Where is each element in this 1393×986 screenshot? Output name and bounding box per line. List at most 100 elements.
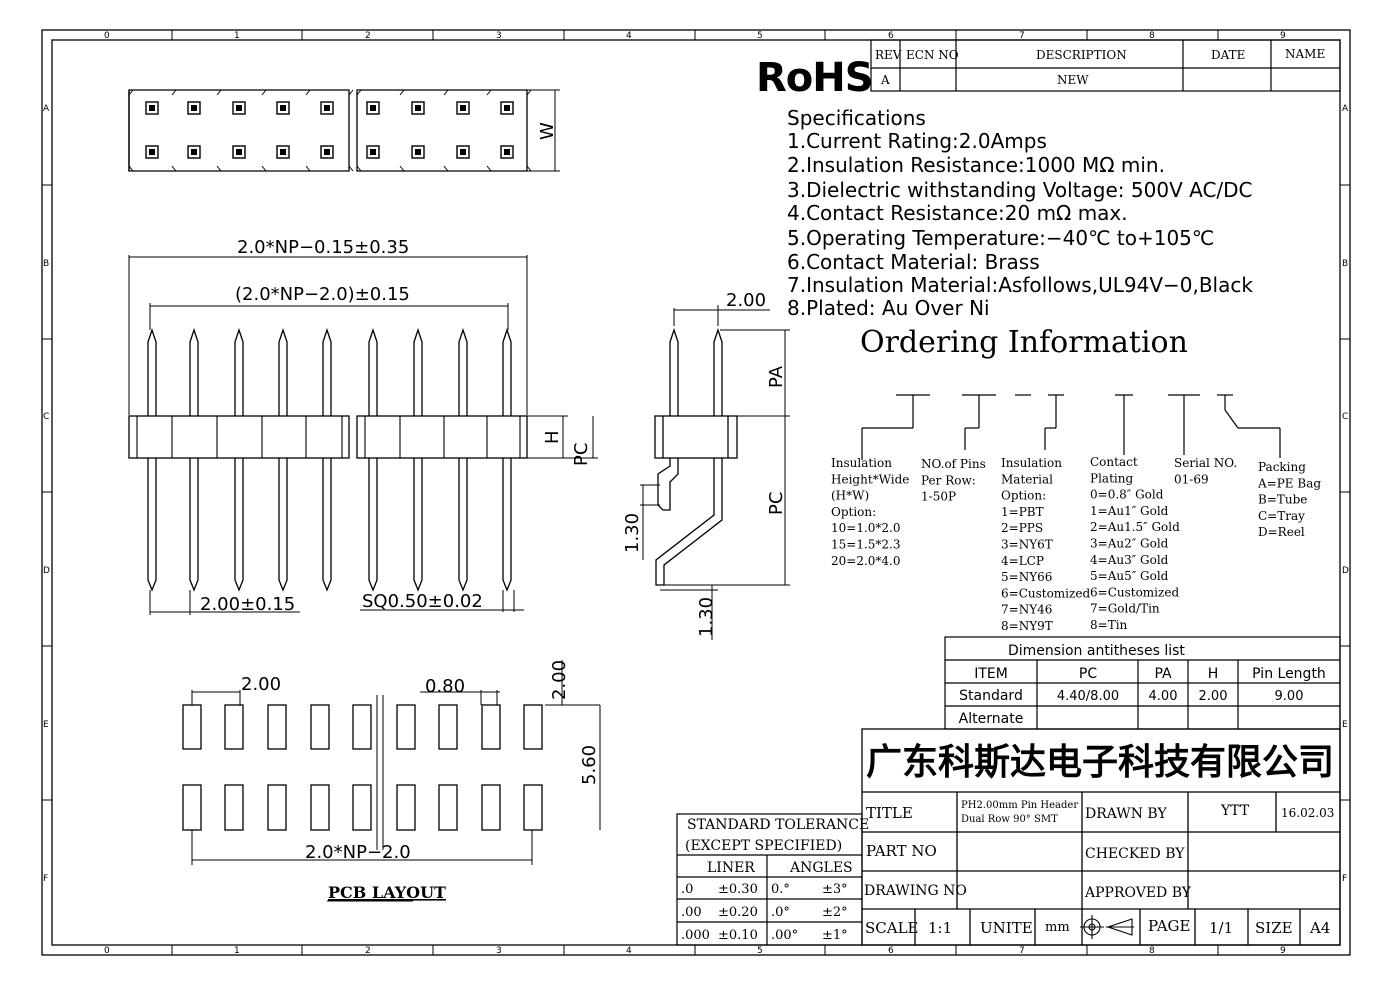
ordering-col-line: Option: xyxy=(1001,489,1046,503)
tolerance-cell: .00° xyxy=(771,928,798,943)
pcb-pad xyxy=(523,704,543,750)
antitheses-cell: 4.40/8.00 xyxy=(1057,689,1119,704)
tolerance-cell: ±1° xyxy=(822,928,848,943)
pcb-pitch-label: 2.00 xyxy=(241,674,281,695)
ordering-col-line: Material xyxy=(1001,472,1053,486)
frame-row-left-F: F xyxy=(43,874,48,884)
frame-col-top-3: 3 xyxy=(496,31,502,41)
antitheses-cell: Alternate xyxy=(959,711,1024,727)
scale-value: 1:1 xyxy=(928,919,952,937)
pcb-pad xyxy=(396,704,416,750)
frame-col-bottom-5: 5 xyxy=(757,946,763,956)
front-pin-upper xyxy=(189,327,199,416)
front-pin-upper xyxy=(278,327,288,416)
ordering-col-line: 15=1.5*2.3 xyxy=(831,538,901,552)
pcb-pads xyxy=(182,704,543,831)
tolerance-cell: .0° xyxy=(771,905,790,920)
pcb-pad xyxy=(224,704,244,750)
pcb-pad-width-label: 2.00 xyxy=(549,660,570,700)
housing-segments xyxy=(136,416,521,458)
spec-item: 2.Insulation Resistance:1000 MΩ min. xyxy=(787,153,1165,177)
spec-item: 1.Current Rating:2.0Amps xyxy=(787,129,1047,153)
frame-col-bottom-1: 1 xyxy=(234,946,240,956)
spec-item: 4.Contact Resistance:20 mΩ max. xyxy=(787,201,1128,225)
ordering-col-line: 7=Gold/Tin xyxy=(1090,602,1160,616)
frame-col-bottom-9: 9 xyxy=(1280,946,1286,956)
ordering-col-line: 6=Customized xyxy=(1090,585,1179,599)
frame-row-right-D: D xyxy=(1342,566,1349,576)
part-no-label: PART NO xyxy=(866,842,937,860)
height-label: H xyxy=(542,430,563,444)
ordering-col-line: 1=PBT xyxy=(1001,505,1044,519)
title-line2: Dual Row 90° SMT xyxy=(961,814,1058,825)
pcb-pad xyxy=(352,704,372,750)
ordering-col-title: Contact xyxy=(1090,455,1138,469)
front-pin-lower xyxy=(413,458,423,592)
frame-col-bottom-2: 2 xyxy=(365,946,371,956)
pcb-gap-label: 0.80 xyxy=(425,676,465,697)
tolerance-cell: 0.° xyxy=(771,882,790,897)
front-pin-lower xyxy=(322,458,332,592)
front-pin-upper xyxy=(368,327,378,416)
front-pin-upper xyxy=(502,327,512,416)
revision-table xyxy=(870,39,1341,92)
frame-col-top-8: 8 xyxy=(1149,31,1155,41)
ordering-col-line: 01-69 xyxy=(1174,472,1209,486)
name-header: NAME xyxy=(1285,47,1325,61)
pcb-pad xyxy=(182,704,202,750)
ordering-col-line: 1=Au1″ Gold xyxy=(1090,504,1169,518)
frame-col-bottom-3: 3 xyxy=(496,946,502,956)
tolerance-cell: ±0.30 xyxy=(718,882,758,897)
front-pin-lower xyxy=(189,458,199,592)
spec-item: 8.Plated: Au Over Ni xyxy=(787,296,990,320)
date-header: DATE xyxy=(1211,48,1245,62)
approved-by-label: APPROVED BY xyxy=(1084,885,1192,901)
frame-col-top-6: 6 xyxy=(888,31,894,41)
size-label: SIZE xyxy=(1255,919,1293,937)
tolerance-table xyxy=(676,813,863,946)
front-pin-upper xyxy=(234,327,244,416)
ordering-col-title: NO.of Pins xyxy=(921,457,986,471)
pcb-rows-span-label: 5.60 xyxy=(579,745,600,785)
pcb-pad xyxy=(267,704,287,750)
ordering-columns: InsulationHeight*Wide(H*W)Option:10=1.0*… xyxy=(831,455,1321,633)
tolerance-title2: (EXCEPT SPECIFIED) xyxy=(685,838,842,854)
side-view xyxy=(654,327,738,586)
frame-row-right-F: F xyxy=(1342,874,1347,884)
antitheses-cell: 9.00 xyxy=(1275,689,1304,704)
spec-item: 7.Insulation Material:Asfollows,UL94V−0,… xyxy=(787,273,1253,297)
pcb-pad xyxy=(438,704,458,750)
frame-col-top-1: 1 xyxy=(234,31,240,41)
frame-col-top-2: 2 xyxy=(365,31,371,41)
pcb-pad xyxy=(310,704,330,750)
tolerance-cell: ±0.20 xyxy=(718,905,758,920)
tolerance-cell: .000 xyxy=(681,928,710,943)
description-value: NEW xyxy=(1057,73,1089,87)
scale-label: SCALE xyxy=(865,919,919,937)
antitheses-title: Dimension antitheses list xyxy=(1008,643,1185,659)
drawn-by-value: YTT xyxy=(1220,803,1250,819)
ordering-col-line: 3=Au2″ Gold xyxy=(1090,537,1169,551)
front-dimension-lines xyxy=(128,255,528,615)
tolerance-cell: .00 xyxy=(681,905,702,920)
frame-col-bottom-8: 8 xyxy=(1149,946,1155,956)
pcb-pad xyxy=(310,784,330,831)
height-dimensions xyxy=(527,415,598,459)
ordering-col-line: 4=LCP xyxy=(1001,554,1044,568)
unite-label: UNITE xyxy=(980,919,1033,937)
frame-col-bottom-4: 4 xyxy=(626,946,632,956)
tolerance-cell: ±2° xyxy=(822,905,848,920)
frame-col-bottom-7: 7 xyxy=(1019,946,1025,956)
size-value: A4 xyxy=(1309,919,1330,937)
tolerance-cell: .0 xyxy=(681,882,693,897)
frame-col-bottom-0: 0 xyxy=(104,946,110,956)
liner-header: LINER xyxy=(707,860,755,876)
ordering-col-line: (H*W) xyxy=(831,489,869,503)
frame-row-right-A: A xyxy=(1342,104,1349,114)
frame-row-left-C: C xyxy=(43,412,49,422)
side-dimension-lines xyxy=(640,305,790,640)
page-label: PAGE xyxy=(1148,917,1190,935)
front-pin-upper xyxy=(413,327,423,416)
